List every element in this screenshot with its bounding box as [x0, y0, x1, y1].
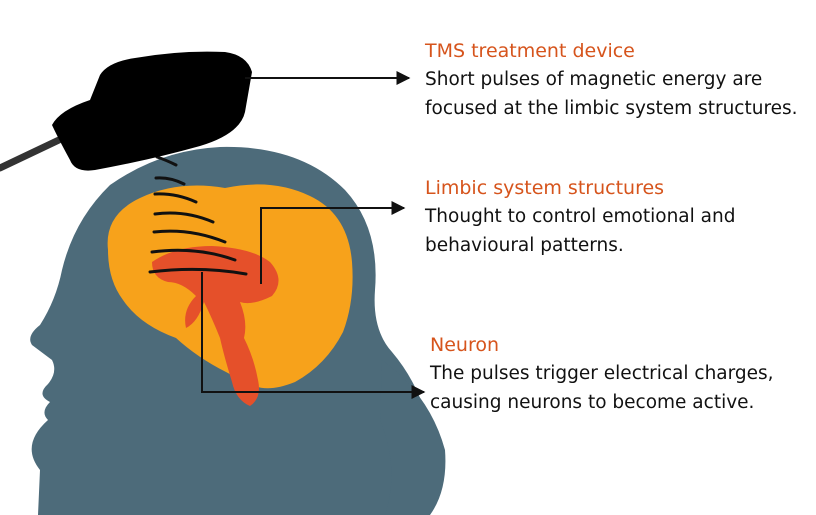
callout-limbic-system: Limbic system structures Thought to cont… [425, 177, 735, 260]
callout-title: Limbic system structures [425, 177, 665, 199]
magnetic-pulse-waves [148, 155, 248, 276]
callout-description-line: Short pulses of magnetic energy are [425, 69, 763, 90]
tms-device [52, 51, 252, 171]
neuron-pointer-arrow [201, 272, 426, 399]
callout-description-line: Thought to control emotional and [425, 206, 736, 227]
callout-tms-device: TMS treatment device Short pulses of mag… [425, 40, 798, 123]
callout-title: TMS treatment device [425, 40, 635, 62]
callout-description-line: behavioural patterns. [425, 235, 624, 256]
callout-title: Neuron [430, 334, 500, 356]
limbic-pointer-arrow [260, 201, 406, 284]
callout-description-line: The pulses trigger electrical charges, [430, 363, 774, 384]
callout-description-line: focused at the limbic system structures. [425, 98, 798, 119]
limbic-system [152, 246, 279, 406]
pointer-lines [201, 71, 426, 399]
callout-neuron: Neuron The pulses trigger electrical cha… [430, 334, 774, 417]
ponytail [380, 360, 446, 515]
callout-description-line: causing neurons to become active. [430, 392, 755, 413]
